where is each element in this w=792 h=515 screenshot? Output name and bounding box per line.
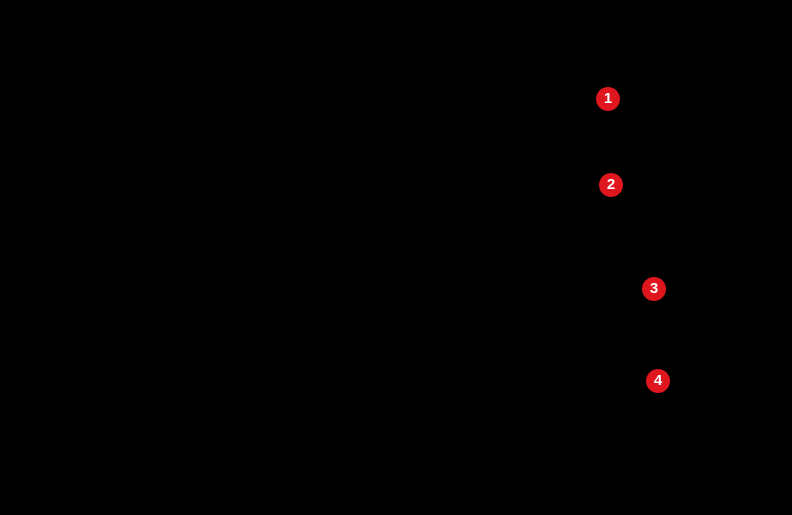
annotation-marker-2-label: 2	[606, 176, 616, 193]
annotation-marker-1: 1	[596, 87, 620, 111]
annotation-marker-3-label: 3	[649, 280, 659, 297]
annotation-marker-3: 3	[642, 277, 666, 301]
annotation-marker-4: 4	[646, 369, 670, 393]
annotation-marker-2: 2	[599, 173, 623, 197]
annotation-marker-1-label: 1	[603, 90, 613, 107]
annotation-marker-4-label: 4	[653, 372, 663, 389]
